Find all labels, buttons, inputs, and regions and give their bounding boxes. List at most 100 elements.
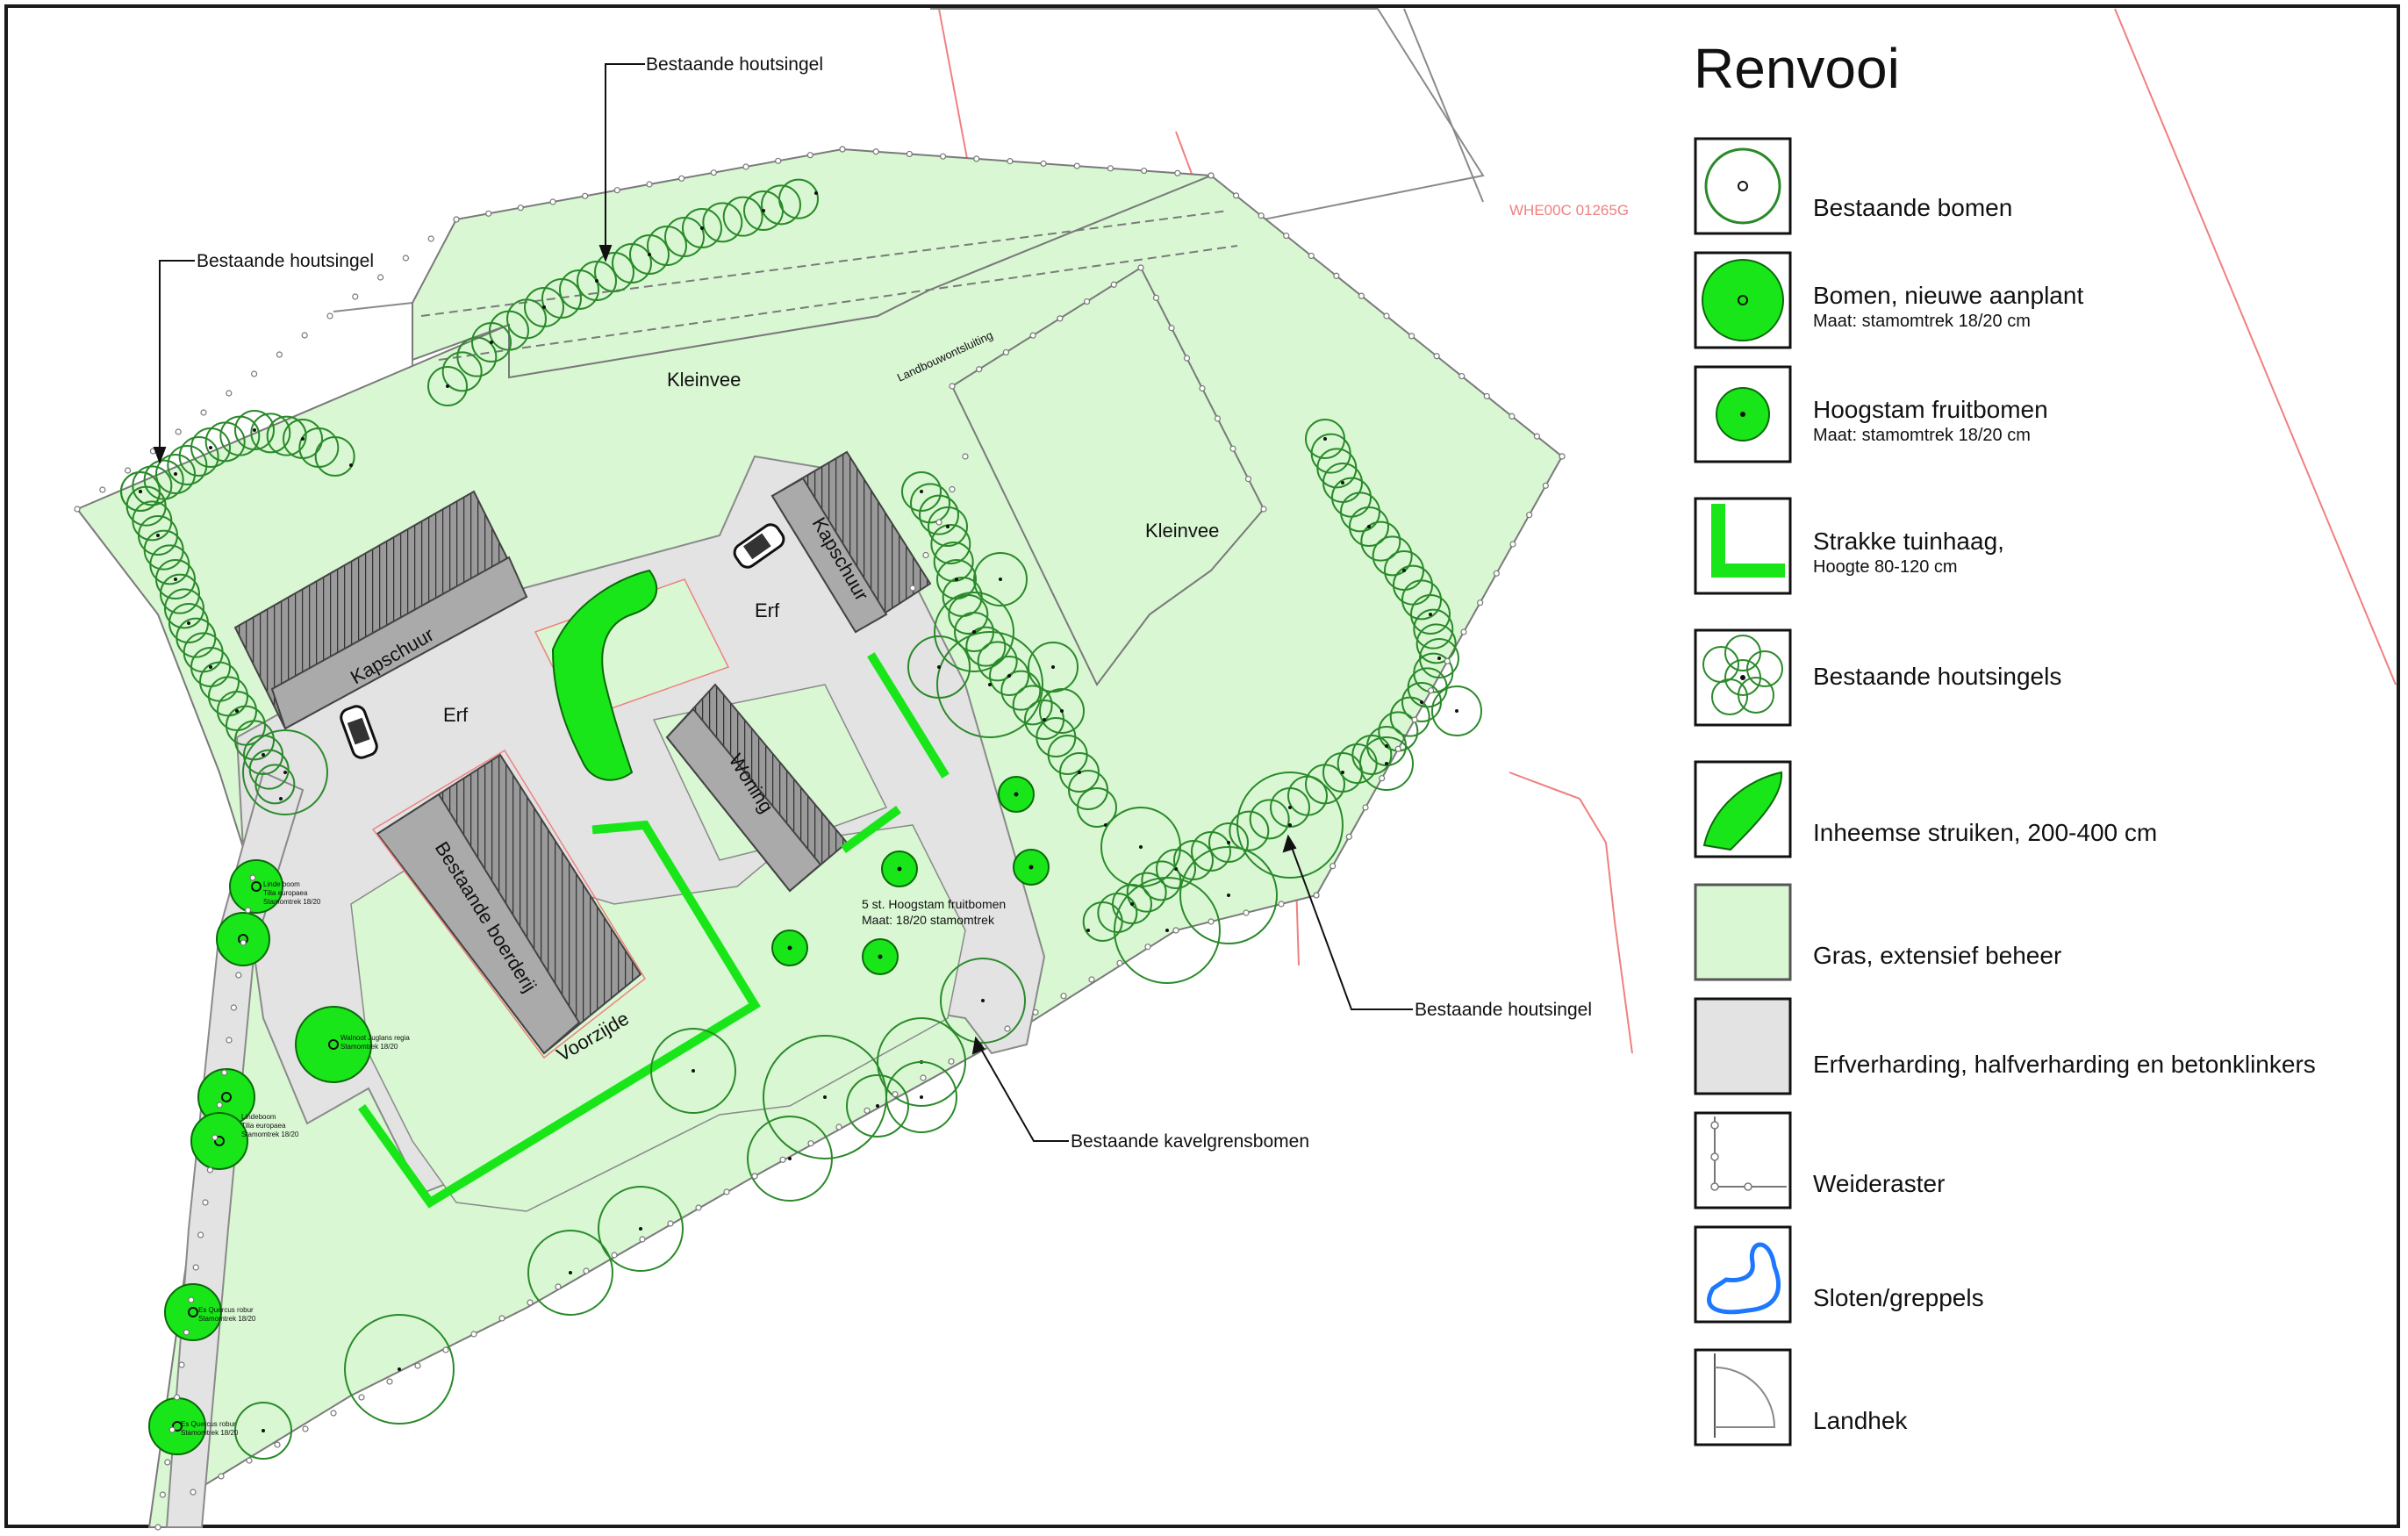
fruit-tree-icon	[1694, 365, 1792, 463]
new-trees	[148, 859, 372, 1455]
fence-post	[216, 1102, 223, 1109]
fence-post	[611, 1252, 618, 1259]
fence-post	[1073, 162, 1080, 169]
fence-post	[517, 205, 524, 212]
tree-center	[1227, 894, 1230, 897]
belt-tree	[1337, 743, 1378, 784]
fence-post	[1458, 372, 1466, 380]
pasture-fence-icon	[1694, 1111, 1792, 1209]
belt-tree	[541, 278, 582, 319]
fence-post	[1345, 833, 1352, 840]
fence-post	[470, 1331, 477, 1338]
fence-post	[839, 146, 846, 153]
tree-center	[1043, 718, 1046, 721]
existing-tree	[885, 1061, 957, 1133]
fence-post	[807, 1140, 814, 1147]
belt-tree	[989, 656, 1029, 696]
belt-tree	[234, 410, 275, 450]
fence-post	[402, 255, 409, 262]
fence-post	[1428, 687, 1435, 694]
tree-center	[878, 954, 883, 959]
belt-tree	[1082, 901, 1123, 942]
fence-post	[1002, 348, 1010, 356]
new-tree	[229, 859, 283, 914]
fence-post	[1542, 482, 1549, 489]
fence-post	[1137, 264, 1144, 271]
belt-tree	[928, 506, 968, 547]
tree-center	[814, 191, 818, 195]
legend-sublabel: Hoogte 80-120 cm	[1813, 557, 1958, 577]
fence-post	[742, 163, 749, 170]
car-icon	[340, 705, 378, 759]
tree-center	[1130, 902, 1134, 906]
fence-post	[1258, 212, 1265, 219]
fence-post	[1243, 909, 1250, 916]
fence-post	[549, 198, 556, 205]
fence-post	[1110, 281, 1117, 288]
fence-post	[1383, 312, 1390, 319]
fence-post	[74, 506, 81, 513]
fence-post	[276, 351, 283, 358]
belt-tree	[722, 196, 763, 237]
fence-post	[949, 383, 956, 390]
existing-tree	[907, 635, 971, 699]
existing-tree	[973, 552, 1028, 607]
fence-post	[922, 551, 929, 559]
existing-tree	[242, 729, 328, 815]
tree-center	[648, 253, 651, 256]
belt-tree	[664, 217, 705, 257]
tree-center	[1028, 865, 1034, 870]
belt-tree	[965, 626, 1007, 667]
legend-label: Erfverharding, halfverharding en betonkl…	[1813, 1051, 2316, 1078]
grass-upper-field	[412, 147, 1212, 379]
tree-center	[787, 945, 792, 951]
fence-post	[1107, 165, 1114, 172]
belt-tree	[1156, 849, 1196, 889]
tree-center	[251, 881, 262, 892]
fence-post	[1408, 333, 1415, 340]
fence-post	[920, 1074, 927, 1081]
tree-center	[946, 525, 950, 528]
fence-post	[1460, 628, 1467, 635]
fence-post	[1174, 169, 1181, 176]
belt-tree	[1249, 799, 1290, 840]
fence-post	[414, 1362, 421, 1369]
fence-post	[1088, 976, 1095, 983]
tree-center	[172, 1421, 183, 1432]
tree-center	[1139, 845, 1143, 849]
fence-post	[235, 972, 242, 979]
legend-sublabel: Maat: stamomtrek 18/20 cm	[1813, 312, 2031, 331]
fence-post	[1183, 355, 1191, 362]
belt-tree	[1068, 770, 1108, 810]
fence-post	[302, 1425, 309, 1432]
fence-post	[1232, 192, 1240, 199]
fence-post	[174, 1394, 181, 1401]
fence-post	[1199, 384, 1206, 392]
fence-post	[935, 519, 942, 526]
belt-tree	[1340, 492, 1380, 533]
fence-post	[245, 907, 252, 914]
fence-post	[246, 1457, 253, 1464]
belt-tree	[1401, 579, 1442, 621]
tree-label: Tilia europaea	[241, 1122, 286, 1130]
tree-center	[235, 709, 239, 713]
tree-label: Tilia europaea	[263, 889, 308, 897]
belt-tree	[167, 445, 208, 485]
fence-post	[230, 1004, 237, 1011]
belt-tree	[1208, 822, 1249, 863]
fence-post	[1244, 476, 1252, 483]
fence-post	[1208, 172, 1215, 179]
legend-label: Inheemse struiken, 200-400 cm	[1813, 819, 2157, 846]
tree-label: Stamomtrek 18/20	[263, 898, 321, 906]
existing-tree	[940, 958, 1026, 1044]
belt-tree	[1349, 506, 1389, 547]
belt-tree	[250, 413, 291, 454]
tree-belt-icon	[1694, 628, 1792, 727]
new-tree	[164, 1283, 222, 1341]
fence-post	[125, 467, 132, 474]
legend-label: Bestaande houtsingels	[1813, 663, 2061, 690]
belt-tree	[1389, 696, 1430, 737]
fence-post	[358, 1394, 365, 1401]
tree-center	[1014, 792, 1019, 797]
